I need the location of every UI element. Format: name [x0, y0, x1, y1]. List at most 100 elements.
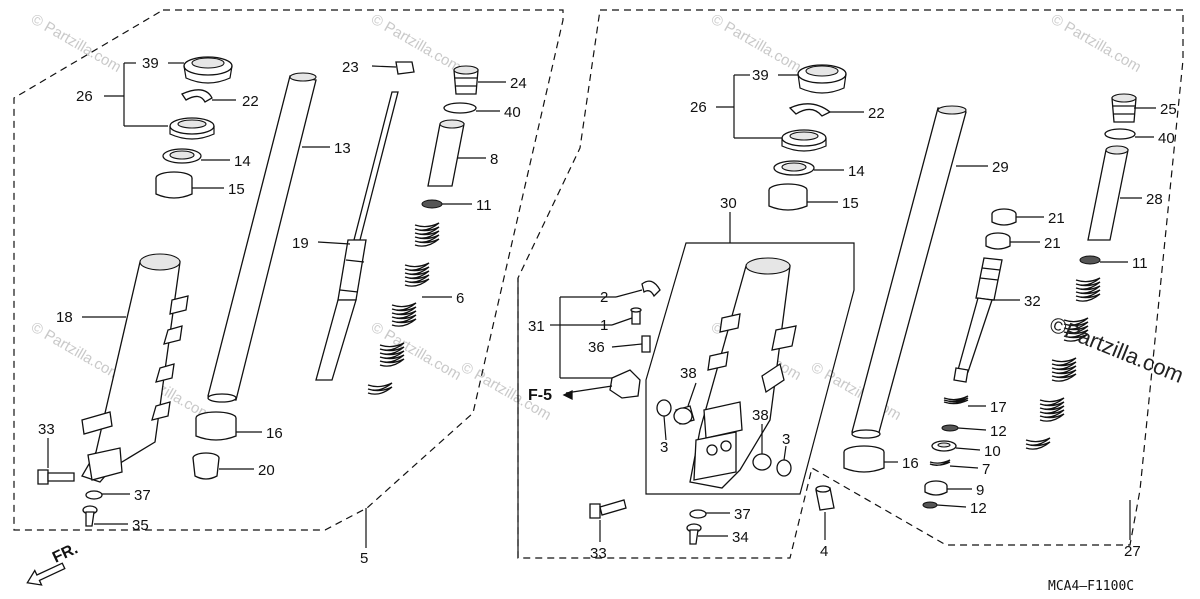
left-assembly-outline [13, 9, 564, 531]
callout-21: 21 [1048, 210, 1065, 227]
stopper-ring-22-left [181, 89, 213, 103]
right-fork-assembly: F-5 39 26 22 14 15 30 29 25 40 28 21 21 … [517, 9, 1184, 562]
bushing-3b [776, 459, 792, 477]
front-label: FR. [50, 540, 81, 566]
fork-pipe-13-left [207, 72, 317, 403]
back-up-ring-14-left [162, 148, 202, 164]
callout-21: 21 [1044, 235, 1061, 252]
callout-6: 6 [456, 290, 464, 307]
circlip-12b [922, 501, 938, 509]
callout-20: 20 [258, 462, 275, 479]
caliper-bracket-subgroup-outline [645, 242, 855, 495]
callout-3: 3 [782, 431, 790, 448]
bolt-35-left [82, 505, 98, 527]
fork-spring-6-left [367, 222, 440, 395]
oil-lock-piece-20-left [192, 452, 220, 480]
callout-3: 3 [660, 439, 668, 456]
right-assembly-outline [517, 9, 1184, 559]
callout-27: 27 [1124, 543, 1141, 560]
callout-14: 14 [848, 163, 865, 180]
callout-2: 2 [600, 289, 608, 306]
callout-38: 38 [752, 407, 769, 424]
callout-35: 35 [132, 517, 149, 534]
socket-bolt-33-left [37, 469, 75, 485]
oil-seal-26-right [781, 129, 827, 152]
callout-37: 37 [734, 506, 751, 523]
callout-40: 40 [504, 104, 521, 121]
washer-37-left [85, 490, 103, 500]
stopper-ring-22-right [788, 103, 832, 117]
callout-9: 9 [976, 482, 984, 499]
o-ring-40-left [443, 102, 477, 114]
callout-29: 29 [992, 159, 1009, 176]
ref-label-f5: F-5 [528, 387, 552, 404]
front-direction-indicator: FR. [26, 540, 81, 586]
callout-7: 7 [982, 461, 990, 478]
callout-labels-left: 39 26 22 14 15 13 23 24 40 8 11 19 6 18 … [38, 55, 527, 567]
callout-39: 39 [752, 67, 769, 84]
cap-2 [641, 280, 661, 298]
callout-30: 30 [720, 195, 737, 212]
o-ring-40-right [1104, 128, 1136, 140]
callout-37: 37 [134, 487, 151, 504]
callout-38: 38 [680, 365, 697, 382]
callout-31: 31 [528, 318, 545, 335]
lock-nut-23-left [395, 61, 415, 75]
callout-32: 32 [1024, 293, 1041, 310]
callout-5: 5 [360, 550, 368, 567]
damper-cartridge-32-right [953, 257, 1003, 383]
watermark: © Partzilla.com [368, 319, 464, 384]
bushing-38a [673, 405, 695, 425]
collar-8-left [427, 119, 465, 187]
callout-19: 19 [292, 235, 309, 252]
callout-16: 16 [266, 425, 283, 442]
watermark: © Partzilla.com [28, 319, 124, 384]
axle-holder-31 [609, 369, 641, 399]
fork-bolt-24-left [453, 65, 479, 95]
callout-23: 23 [342, 59, 359, 76]
oil-seal-26-left [169, 117, 215, 140]
guide-bushing-16-right [843, 445, 885, 473]
callout-34: 34 [732, 529, 749, 546]
fork-slider-30-right [689, 257, 797, 489]
callout-22: 22 [242, 93, 259, 110]
bushing-38b [752, 453, 772, 471]
callout-26: 26 [76, 88, 93, 105]
rebound-spring-17 [943, 395, 969, 405]
back-up-ring-14-right [773, 160, 815, 176]
washer-10 [931, 440, 957, 452]
callout-8: 8 [490, 151, 498, 168]
spring-7 [929, 459, 951, 466]
damper-rod-19-left [315, 91, 399, 381]
callout-11: 11 [476, 197, 492, 214]
fork-spring-27-right [1025, 277, 1101, 450]
reference-arrow-f5: F-5 [528, 387, 573, 404]
piston-ring-21a [991, 208, 1017, 226]
front-arrow-icon [26, 562, 66, 586]
callout-40: 40 [1158, 130, 1175, 147]
guide-bushing-16-left [195, 411, 237, 441]
slider-bushing-15-left [155, 171, 193, 199]
callout-24: 24 [510, 75, 527, 92]
collar-4 [815, 485, 835, 511]
callout-4: 4 [820, 543, 828, 560]
socket-bolt-33-right [589, 499, 627, 519]
callout-33: 33 [38, 421, 55, 438]
callout-labels-right: 39 26 22 14 15 30 29 25 40 28 21 21 11 3… [528, 67, 1177, 562]
bushing-3a [656, 399, 672, 417]
watermark: © Partzilla.com [28, 11, 124, 76]
piston-ring-21b [985, 232, 1011, 250]
spring-seat-11-left [421, 199, 443, 209]
spring-seat-11-right [1079, 255, 1101, 265]
callout-10: 10 [984, 443, 1001, 460]
callout-26: 26 [690, 99, 707, 116]
leader-lines-left [47, 62, 506, 548]
callout-17: 17 [990, 399, 1007, 416]
callout-11: 11 [1132, 255, 1148, 272]
callout-12: 12 [990, 423, 1007, 440]
fork-slider-18-left [81, 253, 189, 483]
callout-28: 28 [1146, 191, 1163, 208]
collar-28-right [1087, 145, 1129, 241]
callout-39: 39 [142, 55, 159, 72]
